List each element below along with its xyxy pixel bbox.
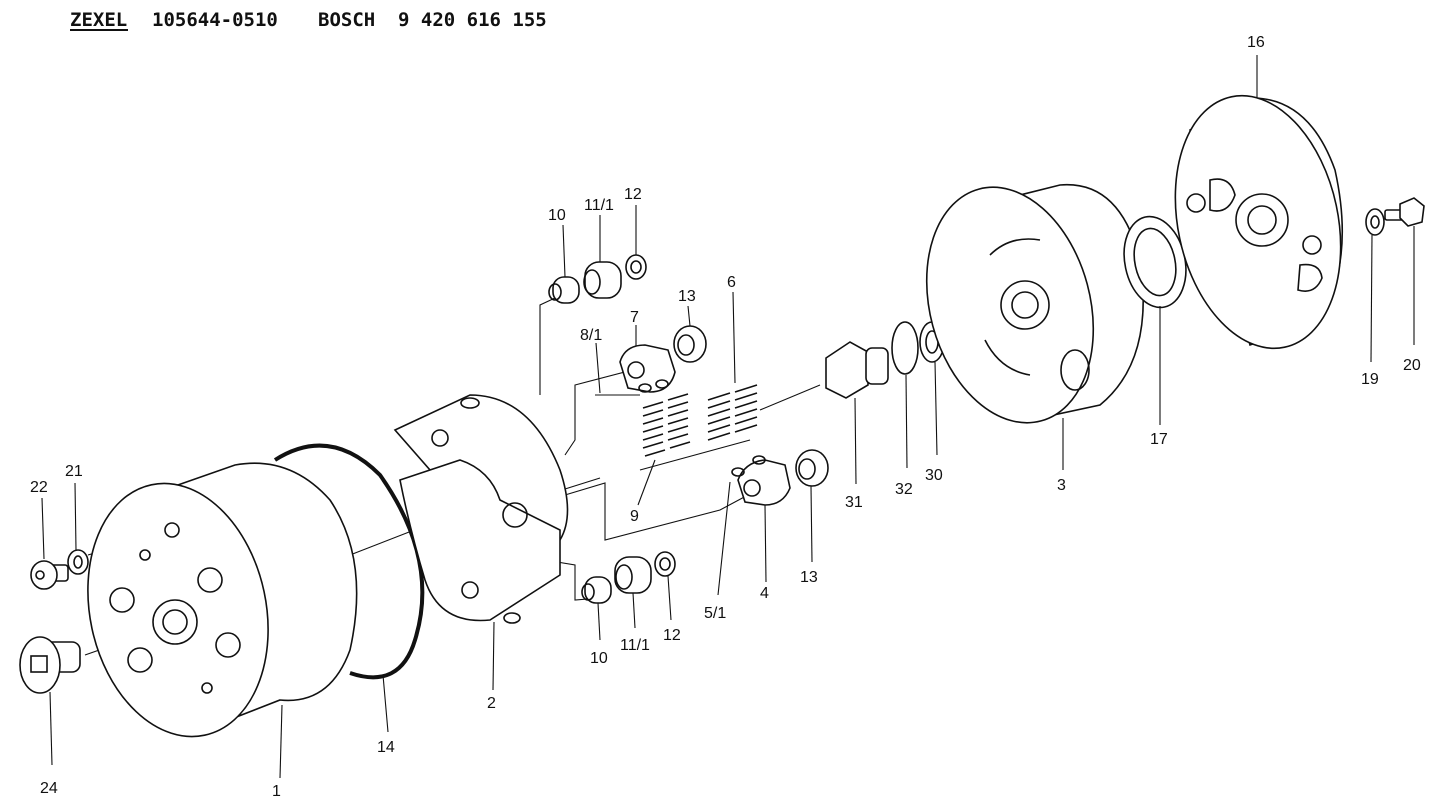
label-part-7: 7 xyxy=(630,309,639,326)
screw-part-20 xyxy=(1384,197,1425,227)
label-part-14: 14 xyxy=(377,739,395,756)
zexel-part-number: 105644-0510 xyxy=(152,9,278,31)
spring-part-6 xyxy=(707,384,758,441)
spring-part-9 xyxy=(642,393,691,457)
label-part-9: 9 xyxy=(630,508,639,525)
label-part-13-lower: 13 xyxy=(800,569,818,586)
label-part-11-1-lower: 11/1 xyxy=(620,637,650,654)
part-labels: 1 2 3 4 5/1 6 7 8/1 9 10 10 11/1 11/1 12… xyxy=(30,34,1421,800)
washer-part-21 xyxy=(67,549,89,575)
brand-zexel: ZEXEL xyxy=(70,9,127,31)
label-part-12-lower: 12 xyxy=(663,627,681,644)
label-part-13-upper: 13 xyxy=(678,288,696,305)
cover-part-16 xyxy=(1174,94,1344,350)
label-part-10-upper: 10 xyxy=(548,207,566,224)
label-leaders xyxy=(41,55,1415,779)
label-part-3: 3 xyxy=(1057,477,1066,494)
label-part-8-1: 8/1 xyxy=(580,327,602,344)
washer-part-19 xyxy=(1365,208,1385,236)
label-part-1: 1 xyxy=(272,783,281,800)
plug-part-24 xyxy=(19,636,81,694)
header: ZEXEL 105644-0510 BOSCH 9 420 616 155 xyxy=(70,9,547,31)
label-part-19: 19 xyxy=(1361,371,1379,388)
label-part-31: 31 xyxy=(845,494,863,511)
label-part-30: 30 xyxy=(925,467,943,484)
screw-part-22 xyxy=(30,560,69,590)
plug-screw-part-31 xyxy=(825,341,889,399)
label-part-5-1: 5/1 xyxy=(704,605,726,622)
label-part-17: 17 xyxy=(1150,431,1168,448)
brand-bosch: BOSCH xyxy=(318,9,375,31)
label-part-22: 22 xyxy=(30,479,48,496)
label-part-12-upper: 12 xyxy=(624,186,642,203)
carrier-part-3 xyxy=(925,183,1144,424)
label-part-2: 2 xyxy=(487,695,496,712)
housing-part-1 xyxy=(87,462,358,738)
bushing-set-lower xyxy=(581,551,676,604)
label-part-20: 20 xyxy=(1403,357,1421,374)
label-part-10-lower: 10 xyxy=(590,650,608,667)
bushing-set-upper xyxy=(548,254,647,304)
label-part-16: 16 xyxy=(1247,34,1265,51)
label-part-4: 4 xyxy=(760,585,769,602)
flyweight-part-4 xyxy=(731,449,829,506)
label-part-24: 24 xyxy=(40,780,58,797)
label-part-6: 6 xyxy=(727,274,736,291)
hub-part-2 xyxy=(393,394,569,624)
label-part-32: 32 xyxy=(895,481,913,498)
label-part-11-1-upper: 11/1 xyxy=(584,197,614,214)
o-ring-part-32 xyxy=(891,321,919,375)
bosch-part-number: 9 420 616 155 xyxy=(398,9,547,31)
label-part-21: 21 xyxy=(65,463,83,480)
flyweight-part-7 xyxy=(619,325,707,393)
